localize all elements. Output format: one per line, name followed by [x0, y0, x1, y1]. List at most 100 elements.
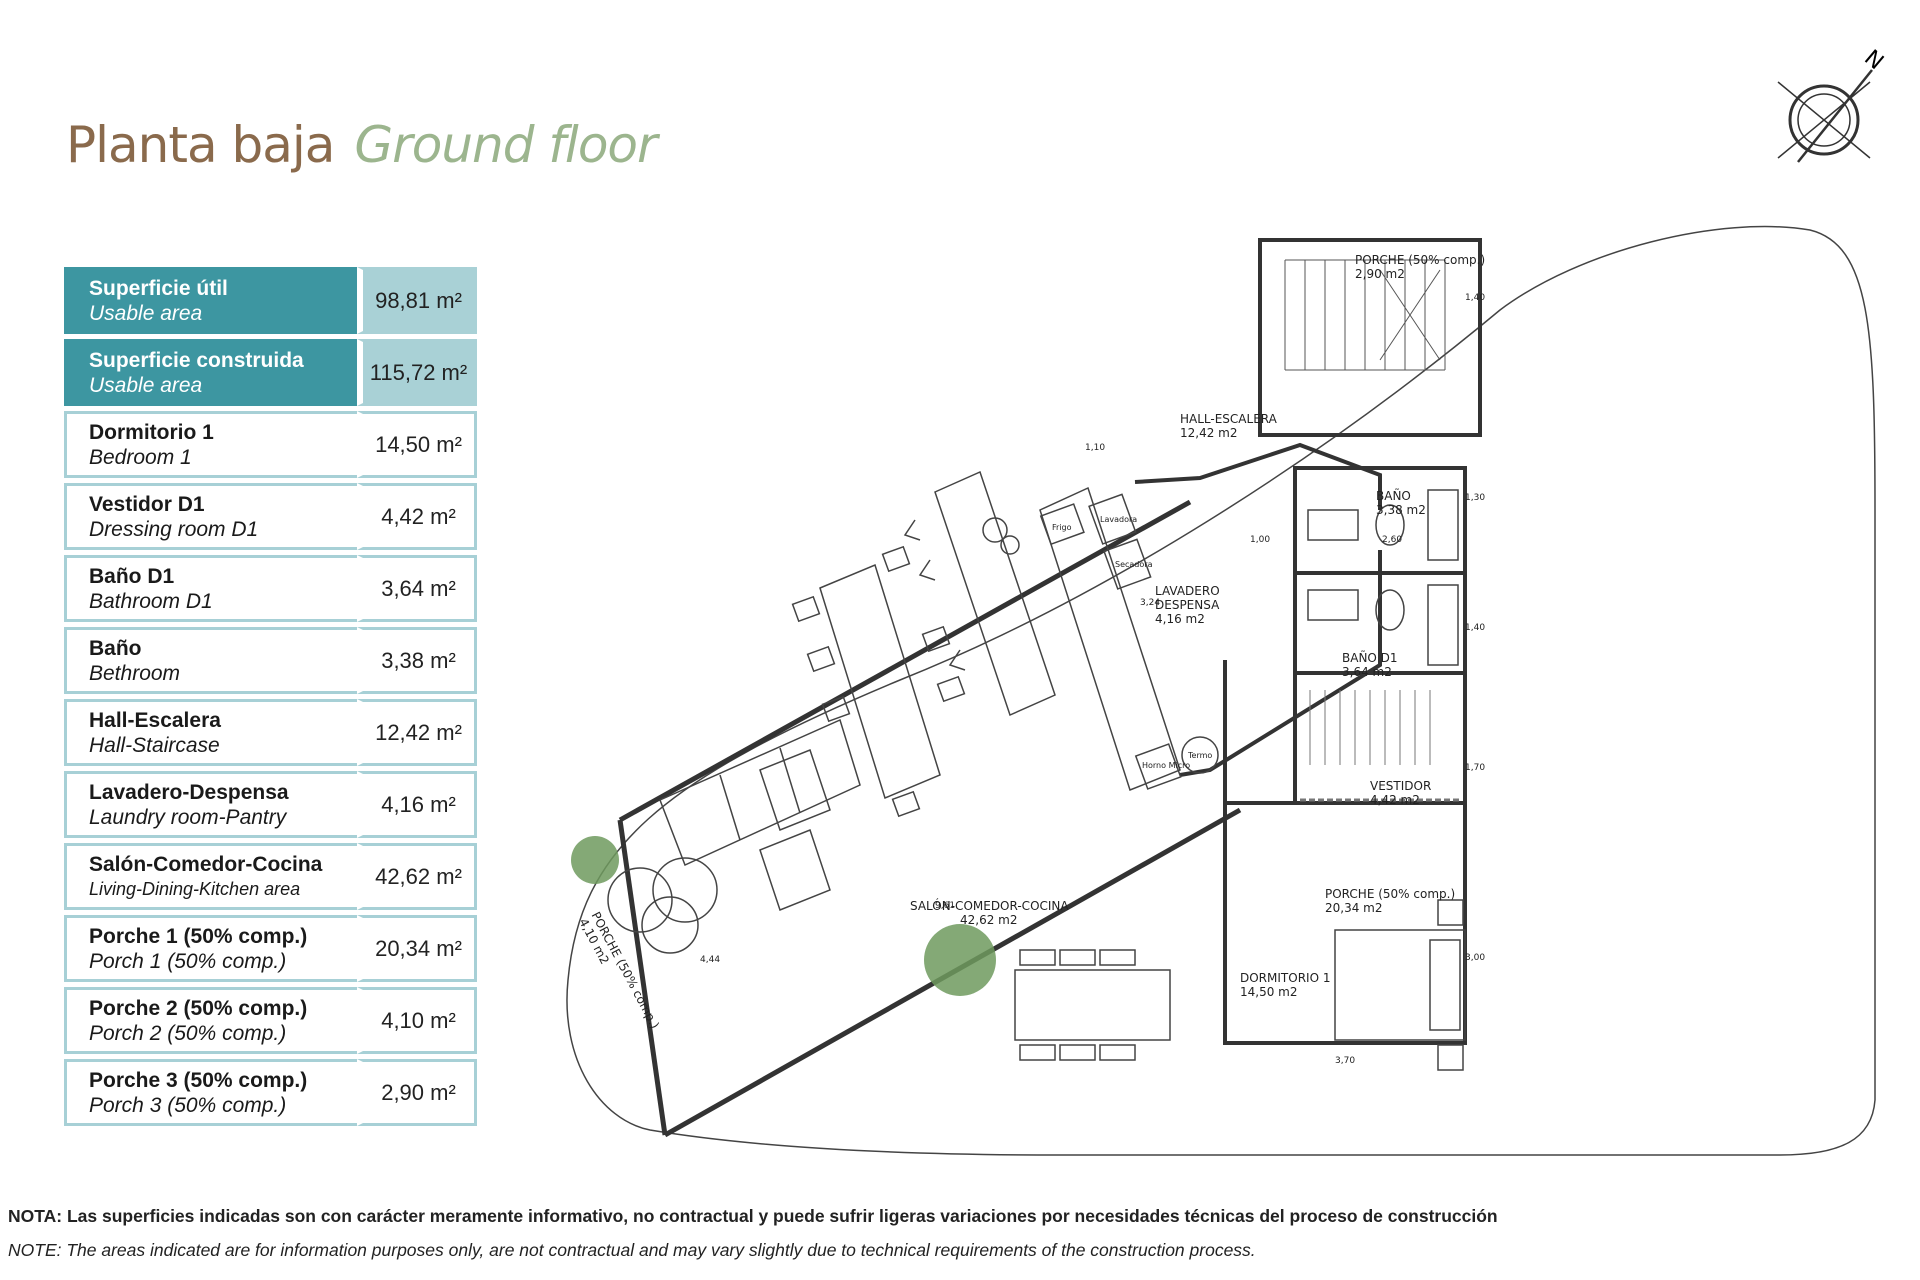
area-value: 98,81 m² — [357, 267, 477, 334]
area-name-spanish: Porche 3 (50% comp.) — [89, 1068, 308, 1092]
exterior-wall-left — [617, 819, 668, 1136]
area-value: 2,90 m² — [357, 1059, 477, 1126]
kitchen-island — [903, 470, 1056, 717]
area-name-english: Dressing room D1 — [89, 517, 259, 541]
compass-icon: N — [1777, 45, 1888, 163]
area-name-spanish: Dormitorio 1 — [89, 420, 214, 444]
dimension-label: 1,70 — [1465, 763, 1485, 773]
room-label-porche-mid: PORCHE (50% comp.) — [1325, 887, 1455, 901]
area-row-name: Porche 2 (50% comp.)Porch 2 (50% comp.) — [64, 987, 357, 1054]
area-name-english: Usable area — [89, 301, 203, 325]
fixture-lavadora: Lavadora — [1100, 515, 1137, 524]
room-label-despensa: DESPENSA — [1155, 598, 1220, 612]
area-name-english: Porch 3 (50% comp.) — [89, 1093, 287, 1117]
area-row: Porche 3 (50% comp.)Porch 3 (50% comp.) 2… — [64, 1059, 477, 1126]
dimension-label: 1,10 — [1085, 443, 1105, 453]
area-name-spanish: Superficie útil — [89, 276, 228, 300]
room-area-bano: 3,38 m2 — [1376, 503, 1426, 517]
area-value: 4,10 m² — [357, 987, 477, 1054]
room-area-dormitorio: 14,50 m2 — [1240, 985, 1298, 999]
sofa — [607, 718, 861, 954]
area-value: 115,72 m² — [357, 339, 477, 406]
plot-boundary — [566, 225, 1876, 1156]
dimension-label: 1,30 — [1465, 493, 1485, 503]
area-name-english: Bedroom 1 — [89, 445, 192, 469]
dimension-label: 1,00 — [1250, 535, 1270, 545]
area-value: 3,64 m² — [357, 555, 477, 622]
page-title: Planta baja Ground floor — [66, 116, 658, 174]
area-name-spanish: Salón-Comedor-Cocina — [89, 852, 323, 876]
area-name-english: Laundry room-Pantry — [89, 805, 287, 829]
area-name-english: Bethroom — [89, 661, 181, 685]
plant-icon — [571, 836, 619, 884]
dimension-label: 3,24 — [1140, 598, 1160, 608]
fixture-secadora: Secadora — [1115, 560, 1153, 569]
room-label-bano: BAÑO — [1376, 488, 1411, 503]
area-name-spanish: Hall-Escalera — [89, 708, 221, 732]
area-row: Porche 2 (50% comp.)Porch 2 (50% comp.)4… — [64, 987, 477, 1054]
room-area-bano-d1: 3,64 m2 — [1342, 665, 1392, 679]
dining-table — [791, 545, 966, 818]
staircase-block — [1258, 238, 1482, 437]
area-value: 4,42 m² — [357, 483, 477, 550]
title-spanish: Planta baja — [66, 116, 335, 174]
dimension-label: 1,40 — [1465, 623, 1485, 633]
room-label-porche-top: PORCHE (50% comp.) — [1355, 253, 1485, 267]
dormitorio-room — [1223, 801, 1467, 1045]
area-value: 20,34 m² — [357, 915, 477, 982]
area-name-spanish: Porche 1 (50% comp.) — [89, 924, 308, 948]
area-name-spanish: Baño — [89, 636, 142, 660]
fixture-termo: Termo — [1187, 751, 1212, 760]
room-label-salon: SALÓN-COMEDOR-COCINA — [910, 898, 1069, 913]
area-name-english: Porch 1 (50% comp.) — [89, 949, 287, 973]
room-area-porche-top: 2,90 m2 — [1355, 267, 1405, 281]
area-value: 42,62 m² — [357, 843, 477, 910]
kitchen-counter — [1039, 486, 1219, 791]
area-name-spanish: Porche 2 (50% comp.) — [89, 996, 308, 1020]
area-name-spanish: Superficie construida — [89, 348, 304, 372]
area-value: 3,38 m² — [357, 627, 477, 694]
room-area-vestidor: 4,42 m2 — [1370, 793, 1420, 807]
room-label-hall: HALL-ESCALERA — [1180, 412, 1278, 426]
room-label-dormitorio: DORMITORIO 1 — [1240, 971, 1330, 985]
area-row-name: Porche 1 (50% comp.)Porch 1 (50% comp.) — [64, 915, 357, 982]
room-area-porche-mid: 20,34 m2 — [1325, 901, 1383, 915]
dimension-label: 1,40 — [1465, 293, 1485, 303]
porch-table — [1014, 949, 1171, 1061]
room-label-lavadero: LAVADERO — [1155, 584, 1220, 598]
room-area-lavadero: 4,16 m2 — [1155, 612, 1205, 626]
area-name-english: Porch 2 (50% comp.) — [89, 1021, 287, 1045]
compass-north-label: N — [1859, 45, 1888, 75]
fixture-horno: Horno Micro — [1142, 761, 1190, 770]
title-english: Ground floor — [354, 116, 657, 174]
area-value: 14,50 m² — [357, 411, 477, 478]
area-row: Porche 1 (50% comp.)Porch 1 (50% comp.)2… — [64, 915, 477, 982]
dimension-label: 3,70 — [1335, 1056, 1355, 1066]
area-name-spanish: Lavadero-Despensa — [89, 780, 289, 804]
interior-wall-kitchen — [1134, 442, 1382, 510]
floor-plan: PORCHE (50% comp.) 2,90 m2 HALL-ESCALERA… — [566, 225, 1876, 1156]
dimension-label: 4,44 — [700, 955, 720, 965]
area-name-english: Bathroom D1 — [89, 589, 213, 613]
area-value: 12,42 m² — [357, 699, 477, 766]
dimension-label: 3,00 — [1465, 953, 1485, 963]
bed-icon — [1334, 929, 1466, 1041]
plant-icon — [924, 924, 996, 996]
room-area-hall: 12,42 m2 — [1180, 426, 1238, 440]
area-name-english: Hall-Staircase — [89, 733, 220, 757]
